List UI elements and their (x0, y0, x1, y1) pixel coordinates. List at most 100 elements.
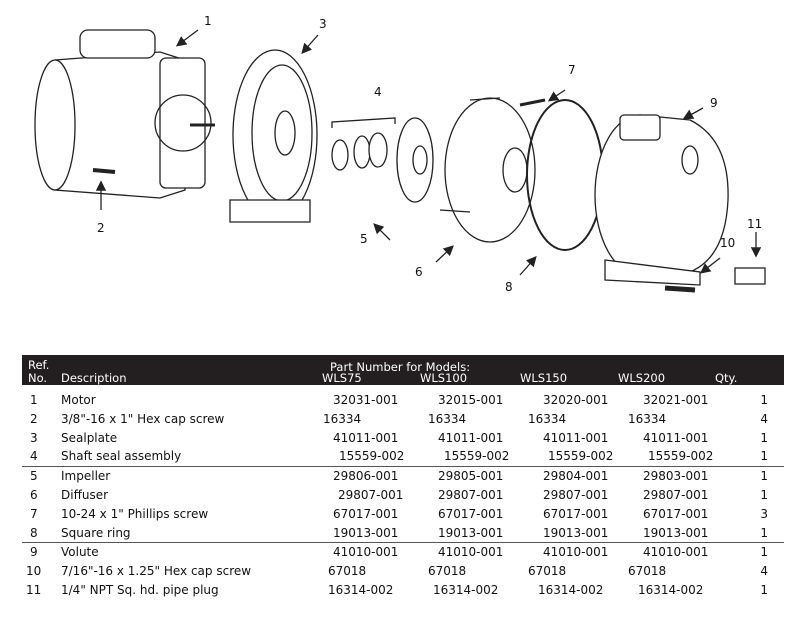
parts-table: Ref. No. Description Part Number for Mod… (22, 355, 784, 600)
square-ring-part (526, 99, 604, 251)
part-number: 29804-001 (543, 469, 609, 484)
header-qty: Qty. (715, 371, 738, 385)
part-number: 19013-001 (643, 525, 709, 540)
table-row: 2 3/8"-16 x 1" Hex cap screw 16334 16334 163… (22, 410, 784, 429)
part-number: 16334 (528, 411, 567, 426)
volute-part (594, 114, 729, 286)
part-number: 16334 (628, 411, 667, 426)
part-description: Square ring (61, 525, 131, 540)
part-number: 67018 (628, 564, 667, 579)
part-number: 41010-001 (438, 545, 504, 560)
part-description: 10-24 x 1" Phillips screw (61, 506, 209, 521)
part-number: 41010-001 (543, 545, 609, 560)
part-number: 19013-001 (333, 525, 399, 540)
header-model-wls75: WLS75 (322, 371, 362, 385)
callout-1: 1 (204, 14, 212, 28)
part-number: 15559-002 (648, 449, 714, 464)
quantity: 1 (760, 449, 768, 464)
part-number: 19013-001 (438, 525, 504, 540)
table-row: 4 Shaft seal assembly 15559-002 15559-002 15… (22, 447, 784, 468)
ref-number: 7 (30, 506, 38, 521)
part-number: 67017-001 (333, 506, 399, 521)
callout-11: 11 (747, 217, 763, 231)
part-number: 29807-001 (338, 487, 404, 502)
part-number: 15559-002 (444, 449, 510, 464)
part-number: 41011-001 (438, 430, 504, 445)
callout-2: 2 (97, 221, 105, 235)
part-number: 67018 (528, 564, 567, 579)
part-number: 41010-001 (643, 545, 709, 560)
quantity: 3 (760, 506, 768, 521)
table-row: 6 Diffuser 29807-001 29807-001 29807-001 2980… (22, 486, 784, 505)
part-description: 7/16"-16 x 1.25" Hex cap screw (61, 564, 252, 579)
quantity: 4 (760, 564, 768, 579)
part-description: 1/4" NPT Sq. hd. pipe plug (61, 582, 219, 597)
part-description: 3/8"-16 x 1" Hex cap screw (61, 411, 225, 426)
quantity: 1 (760, 430, 768, 445)
part-number: 29807-001 (438, 487, 504, 502)
part-number: 29807-001 (543, 487, 609, 502)
part-number: 29805-001 (438, 469, 504, 484)
ref-number: 5 (30, 469, 38, 484)
part-number: 16334 (428, 411, 467, 426)
part-number: 16314-002 (638, 582, 704, 597)
part-number: 16334 (323, 411, 362, 426)
part-number: 15559-002 (548, 449, 614, 464)
callout-4: 4 (374, 85, 382, 99)
part-number: 15559-002 (339, 449, 405, 464)
part-number: 32031-001 (333, 393, 399, 407)
part-description: Shaft seal assembly (61, 449, 182, 464)
part-number: 29806-001 (333, 469, 399, 484)
diffuser-part (439, 97, 536, 243)
sealplate-part (229, 49, 318, 223)
part-number: 67017-001 (438, 506, 504, 521)
part-description: Motor (61, 393, 96, 407)
part-number: 29807-001 (643, 487, 709, 502)
part-number: 16314-002 (433, 582, 499, 597)
part-number: 67018 (428, 564, 467, 579)
header-model-wls150: WLS150 (520, 371, 568, 385)
motor-part (34, 29, 215, 199)
quantity: 1 (760, 487, 768, 502)
pipe-plug-part (734, 267, 766, 285)
header-description: Description (61, 371, 127, 385)
part-number: 67017-001 (643, 506, 709, 521)
callout-8: 8 (505, 280, 513, 294)
part-number: 32020-001 (543, 393, 609, 407)
part-number: 41011-001 (543, 430, 609, 445)
shaft-seal-part (331, 117, 396, 171)
impeller-part (396, 117, 434, 203)
ref-number: 3 (30, 430, 38, 445)
part-number: 67018 (328, 564, 367, 579)
ref-number: 1 (30, 393, 38, 407)
quantity: 1 (760, 393, 768, 407)
quantity: 1 (760, 545, 768, 560)
callout-7: 7 (568, 63, 576, 77)
hex-cap-screw-part (664, 285, 696, 293)
ref-number: 4 (30, 449, 38, 464)
ref-number: 8 (30, 525, 38, 540)
callout-3: 3 (319, 17, 327, 31)
header-ref-1: Ref. (28, 358, 50, 372)
ref-number: 2 (30, 411, 38, 426)
header-model-wls200: WLS200 (618, 371, 666, 385)
callout-5: 5 (360, 232, 368, 246)
part-number: 19013-001 (543, 525, 609, 540)
part-number: 41011-001 (643, 430, 709, 445)
part-number: 16314-002 (328, 582, 394, 597)
part-description: Diffuser (61, 487, 109, 502)
part-description: Impeller (61, 469, 111, 484)
exploded-pump-diagram (34, 29, 766, 293)
ref-number: 6 (30, 487, 38, 502)
part-number: 32021-001 (643, 393, 709, 407)
header-model-wls100: WLS100 (420, 371, 468, 385)
phillips-screw-part (519, 98, 546, 107)
